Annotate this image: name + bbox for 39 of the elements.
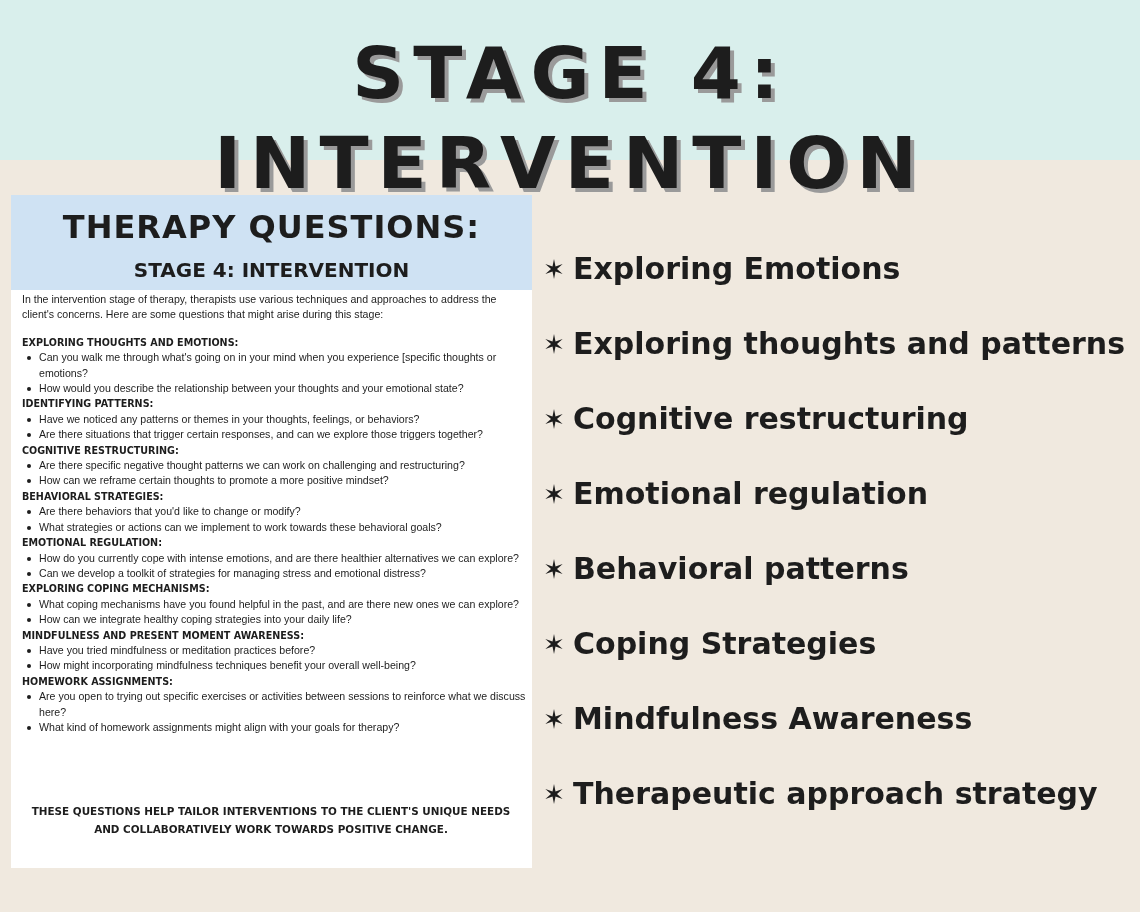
section-heading: COGNITIVE RESTRUCTURING: [22,443,180,458]
question-item: Are there situations that trigger certain responses, and can we explore those triggers together? [22,427,527,443]
card-header-band [11,195,532,290]
question-item: Are you open to trying out specific exercises or activities between sessions to reinforce what we discuss here? [22,689,527,720]
question-item: Have we noticed any patterns or themes in your thoughts, feelings, or behaviors? [22,411,527,428]
topic-label: Exploring thoughts and patterns [573,325,1125,363]
section-heading: BEHAVIORAL STRATEGIES: [22,489,165,504]
card-subtitle: STAGE 4: INTERVENTION [132,257,411,283]
topic-label: Therapeutic approach strategy [573,775,1098,813]
question-item: How do you currently cope with intense emotions, and are there healthier alternatives we can explore? [22,550,527,566]
section-heading: IDENTIFYING PATTERNS: [22,397,155,412]
question-card [11,195,532,868]
question-item: How can we integrate healthy coping strategies into your daily life? [22,612,527,628]
question-item: Have you tried mindfulness or meditation practices before? [22,642,527,659]
topic-label: Behavioral patterns [573,550,909,588]
question-item: What kind of homework assignments might align with your goals for therapy? [22,719,527,736]
topic-label: Coping Strategies [573,625,877,663]
question-item: Can we develop a toolkit of strategies for managing stress and emotional distress? [22,565,527,582]
card-title: THERAPY QUESTIONS: [61,207,482,247]
section-heading: HOMEWORK ASSIGNMENTS: [22,674,174,689]
page-title: STAGE 4: INTERVENTION [213,30,927,207]
section-heading: EMOTIONAL REGULATION: [22,536,163,551]
closing-note: THESE QUESTIONS HELP TAILOR INTERVENTIONS TO THE CLIENT'S UNIQUE NEEDS AND COLLABORATIVELY WORK TOWARDS POSITIVE CHANGE. [31,804,511,837]
question-item: What strategies or actions can we implement to work towards these behavioral goals? [22,519,527,536]
section-heading: MINDFULNESS AND PRESENT MOMENT AWARENESS: [22,628,306,643]
question-item: How might incorporating mindfulness techniques benefit your overall well-being? [22,658,527,674]
topic-label: Exploring Emotions [573,250,901,288]
topic-label: Emotional regulation [573,475,929,513]
question-item: How can we reframe certain thoughts to promote a more positive mindset? [22,473,527,489]
question-item: Can you walk me through what's going on in your mind when you experience [specific thoughts or emotions? [22,350,527,382]
topic-label: Cognitive restructuring [573,400,969,438]
question-item: Are there specific negative thought patterns we can work on challenging and restructuring? [22,458,527,474]
question-item: How would you describe the relationship between your thoughts and your emotional state? [22,381,527,397]
topic-label: Mindfulness Awareness [573,700,973,738]
section-heading: EXPLORING THOUGHTS AND EMOTIONS: [22,335,240,350]
question-item: Are there behaviors that you'd like to change or modify? [22,504,527,520]
section-heading: EXPLORING COPING MECHANISMS: [22,582,211,597]
intro-paragraph: In the intervention stage of therapy, therapists use various techniques and approaches to address the client's concerns. Here are some questions that might arise during this stage: [22,292,498,323]
question-item: What coping mechanisms have you found helpful in the past, and are there new ones we can explore? [22,596,527,613]
